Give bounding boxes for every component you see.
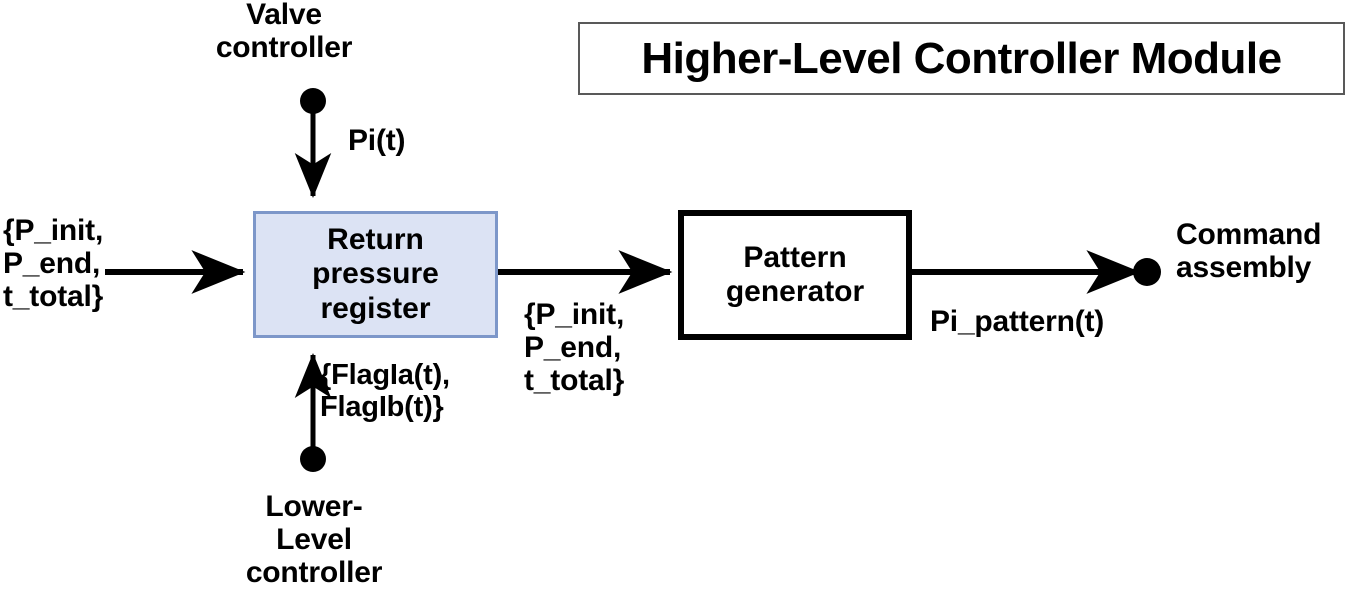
block-return-pressure-register-label: Return pressure register [312, 223, 439, 325]
label-pi-pattern-signal: Pi_pattern(t) [930, 305, 1105, 338]
connector-valve-to-register [294, 88, 332, 198]
label-left-input-signal: {P_init, P_end, t_total} [3, 214, 104, 313]
terminal-dot-command-assembly [1133, 258, 1161, 286]
label-lower-level-controller: Lower- Level controller [245, 490, 383, 589]
label-mid-output-signal: {P_init, P_end, t_total} [524, 298, 625, 397]
label-flags-signal: {FlagIa(t), FlagIb(t)} [320, 359, 450, 423]
module-title-box: Higher-Level Controller Module [578, 22, 1345, 95]
module-title-text: Higher-Level Controller Module [641, 33, 1282, 83]
connector-pattern-to-command [911, 250, 1161, 294]
terminal-dot-lower-level-controller [300, 446, 326, 472]
block-return-pressure-register: Return pressure register [253, 211, 498, 338]
block-pattern-generator-label: Pattern generator [725, 240, 865, 308]
label-pi-t: Pi(t) [348, 124, 406, 157]
label-command-assembly: Command assembly [1176, 218, 1322, 284]
block-pattern-generator: Pattern generator [678, 210, 912, 340]
terminal-dot-valve-controller [300, 88, 326, 114]
label-valve-controller: Valve controller [215, 0, 353, 64]
